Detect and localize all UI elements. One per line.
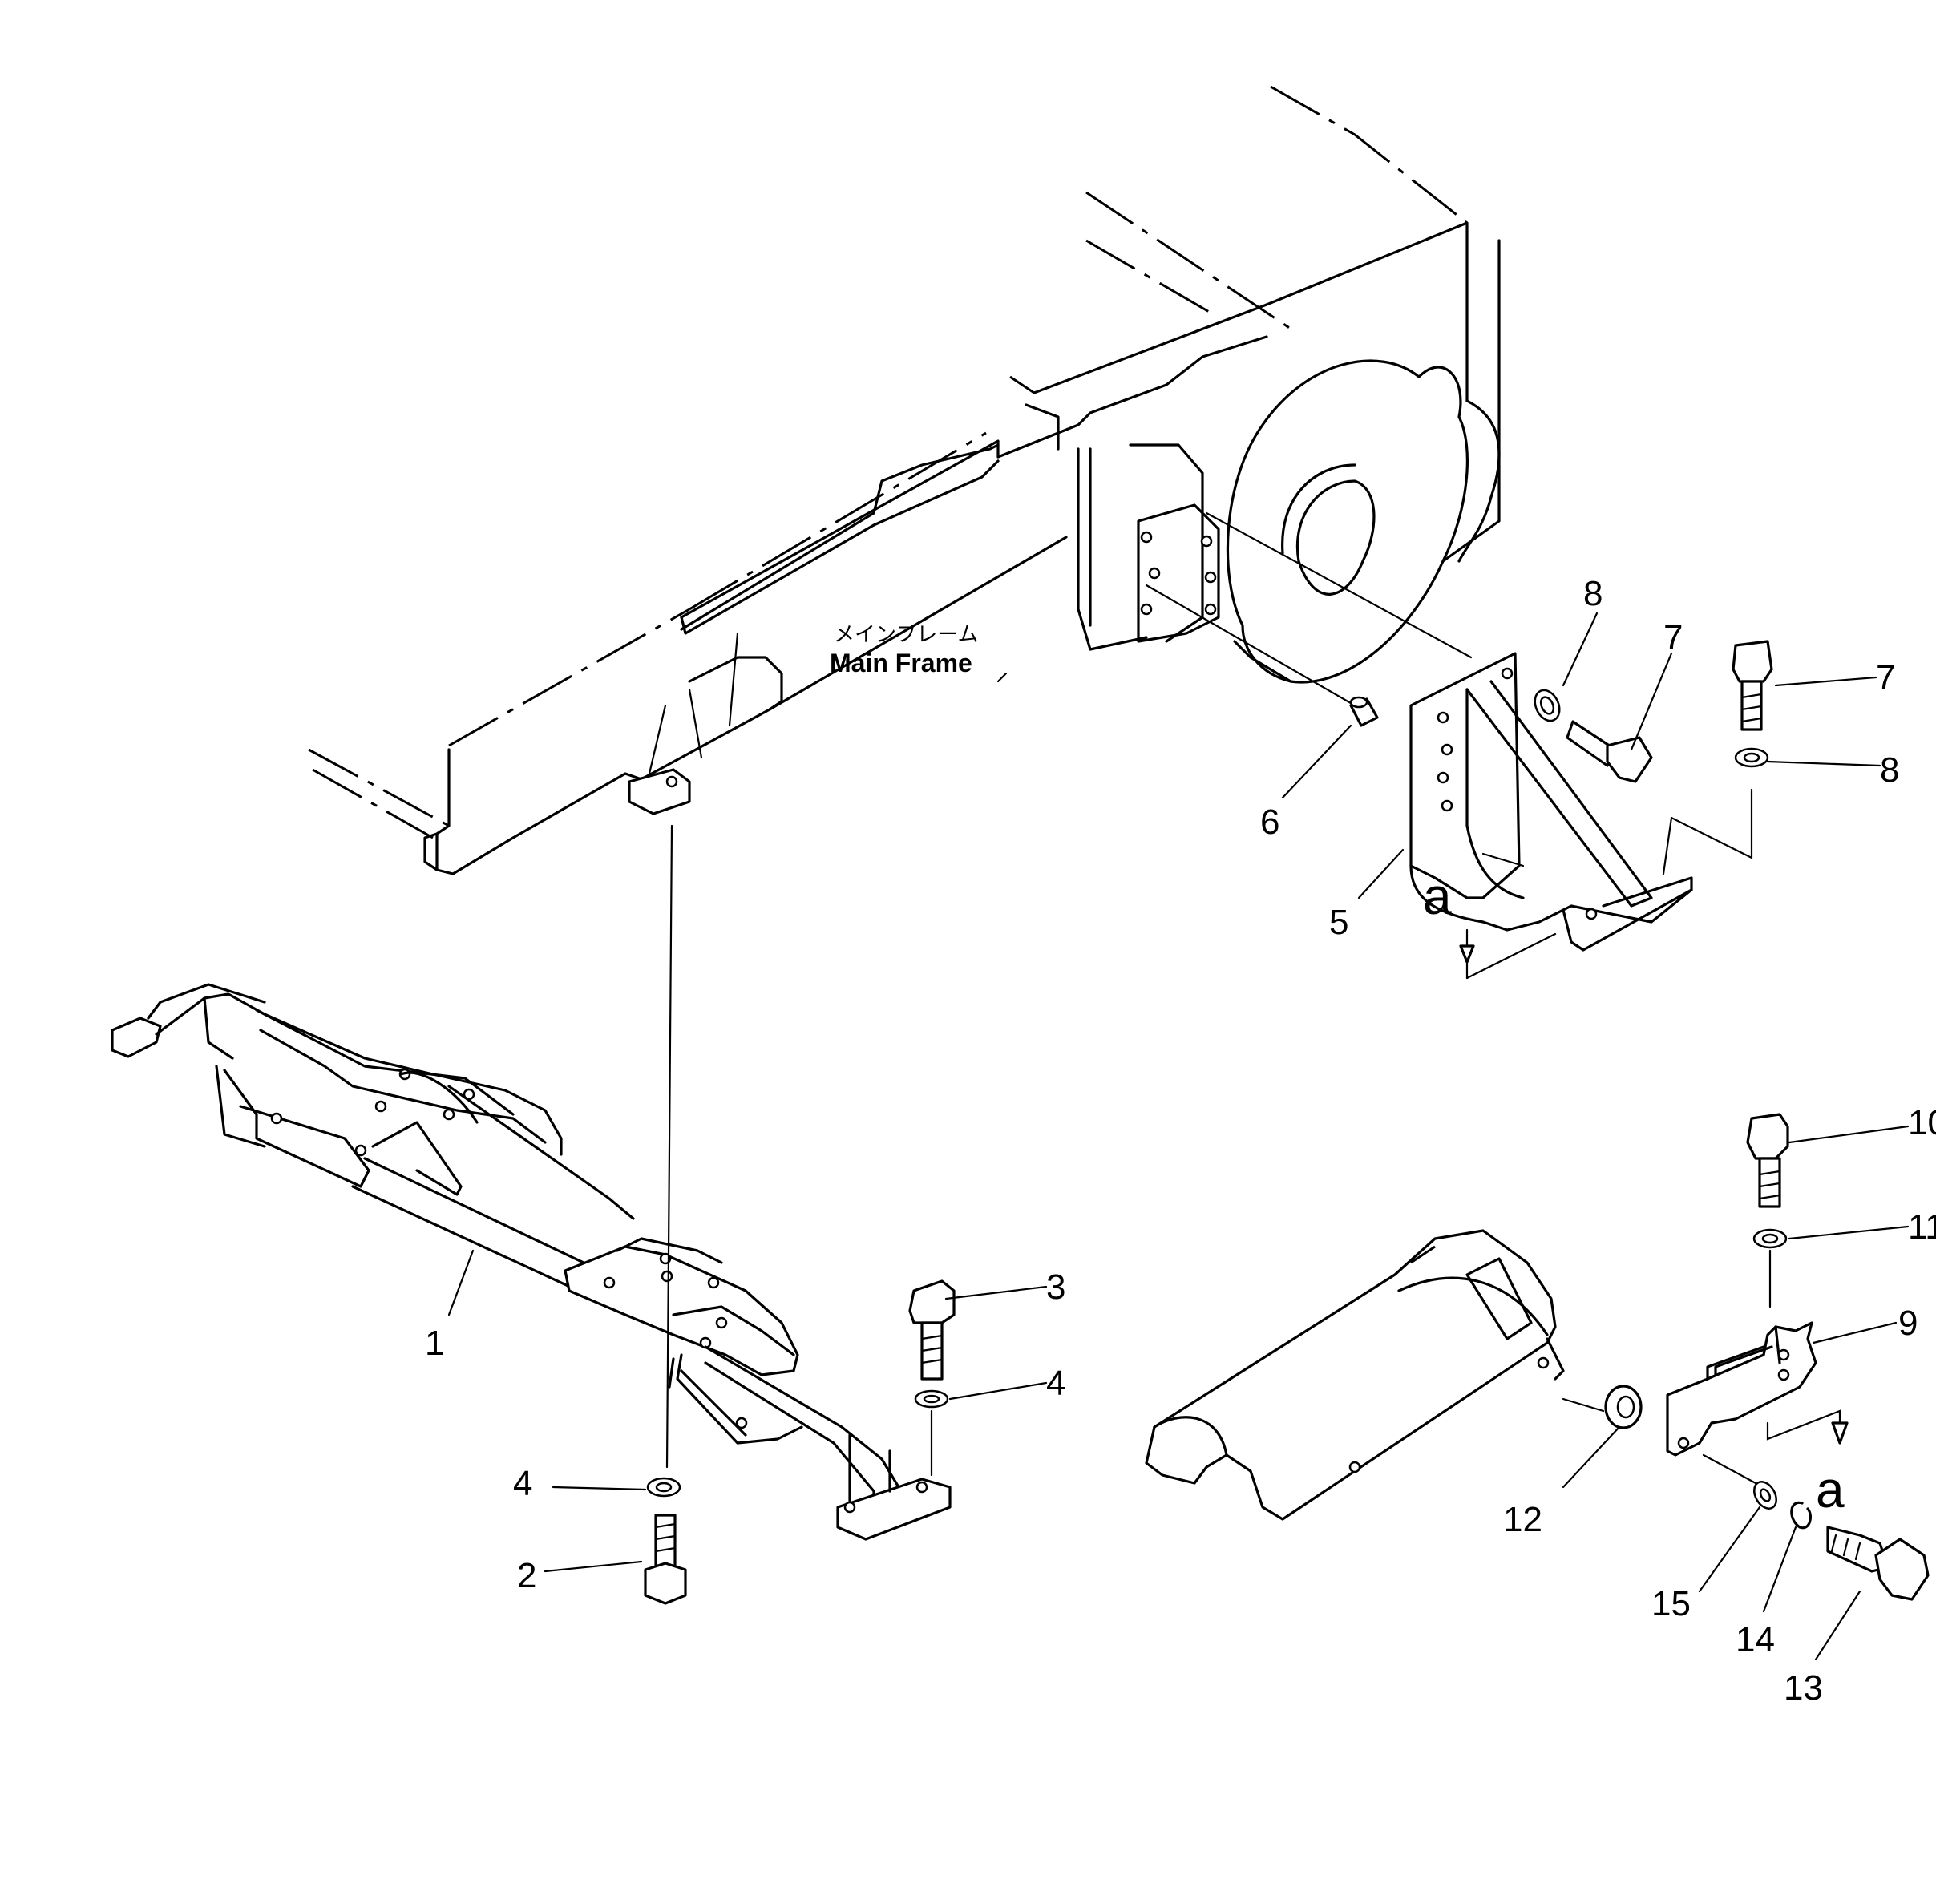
main-frame xyxy=(308,85,1501,875)
rail-part-1 xyxy=(111,983,952,1541)
callout-5: 5 xyxy=(1329,903,1348,942)
callout-15: 15 xyxy=(1651,1584,1691,1623)
callout-14: 14 xyxy=(1736,1620,1775,1659)
callout-8-vertical: 8 xyxy=(1880,750,1899,790)
bracket-part-5 xyxy=(1349,640,1773,980)
view-marker-a-lower: a xyxy=(1816,1461,1845,1518)
callout-8-near: 8 xyxy=(1583,574,1603,613)
callout-7-horizontal: 7 xyxy=(1663,618,1683,657)
main-frame-jp-label: メインフレーム xyxy=(834,623,978,647)
bracket-part-9-group xyxy=(1666,1113,1930,1601)
callout-11: 11 xyxy=(1908,1207,1936,1247)
fasteners-2-3-4 xyxy=(644,1279,956,1605)
callout-13: 13 xyxy=(1784,1668,1823,1708)
callout-7-vertical: 7 xyxy=(1876,658,1895,697)
callout-12: 12 xyxy=(1503,1500,1542,1539)
callout-1: 1 xyxy=(425,1324,444,1363)
callout-10: 10 xyxy=(1908,1103,1936,1142)
main-frame-en-label: Main Frame xyxy=(830,649,972,677)
alignment-line xyxy=(665,824,673,1469)
callout-2: 2 xyxy=(517,1556,536,1595)
callout-4-right: 4 xyxy=(1046,1364,1065,1403)
callout-3: 3 xyxy=(1046,1267,1065,1307)
callout-6: 6 xyxy=(1260,802,1279,842)
cover-assembly xyxy=(1145,1229,1643,1521)
view-marker-a-upper: a xyxy=(1423,867,1452,925)
callout-leaders xyxy=(447,612,1910,1661)
callout-9: 9 xyxy=(1898,1304,1918,1343)
callout-4-left: 4 xyxy=(513,1464,532,1503)
